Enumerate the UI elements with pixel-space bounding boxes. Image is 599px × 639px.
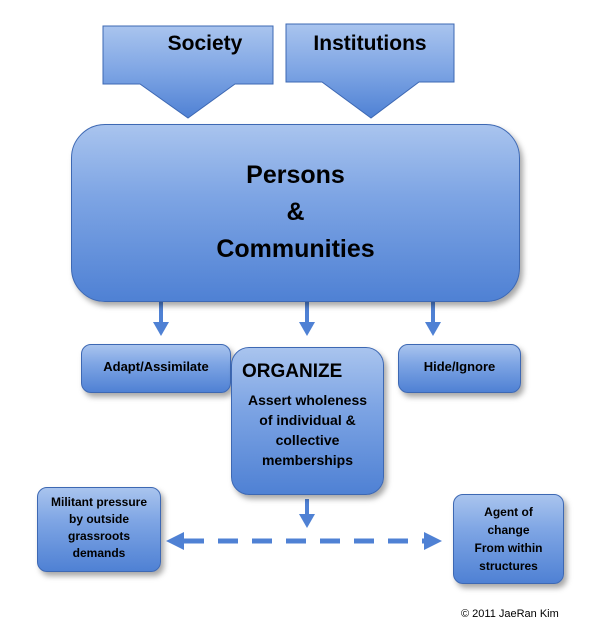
militant-line-4: demands bbox=[72, 546, 126, 560]
organize-line-4: memberships bbox=[261, 452, 354, 468]
hide-ignore-box: Hide/Ignore bbox=[398, 344, 521, 393]
militant-line-2: by outside bbox=[68, 512, 129, 526]
hide-ignore-label: Hide/Ignore bbox=[423, 359, 496, 374]
institutions-arrow-shape bbox=[285, 23, 455, 119]
organize-title: ORGANIZE bbox=[242, 361, 343, 382]
agent-line-2: change bbox=[487, 523, 530, 537]
persons-communities-box: Persons & Communities bbox=[71, 124, 520, 302]
agent-line-4: structures bbox=[479, 559, 538, 573]
society-arrow-shape bbox=[102, 25, 274, 119]
adapt-assimilate-box: Adapt/Assimilate bbox=[81, 344, 231, 393]
ampersand-label: & bbox=[286, 198, 305, 226]
militant-line-3: grassroots bbox=[67, 529, 131, 543]
down-arrow-center bbox=[299, 300, 315, 336]
persons-label: Persons bbox=[246, 161, 345, 189]
organize-line-2: of individual & bbox=[259, 412, 356, 428]
agent-line-3: From within bbox=[474, 541, 543, 555]
down-arrow-left bbox=[153, 300, 169, 336]
organize-line-1: Assert wholeness bbox=[247, 392, 368, 408]
down-arrow-right bbox=[425, 300, 441, 336]
organize-box: ORGANIZE Assert wholeness of individual … bbox=[231, 347, 384, 495]
dashed-double-arrow bbox=[166, 532, 442, 550]
down-arrow-organize bbox=[299, 499, 315, 528]
adapt-assimilate-label: Adapt/Assimilate bbox=[103, 359, 209, 374]
organize-line-3: collective bbox=[275, 432, 340, 448]
institutions-label: Institutions bbox=[313, 32, 427, 55]
militant-pressure-box: Militant pressure by outside grassroots … bbox=[37, 487, 161, 572]
militant-line-1: Militant pressure bbox=[50, 495, 148, 509]
agent-of-change-box: Agent of change From within structures bbox=[453, 494, 564, 584]
communities-label: Communities bbox=[216, 235, 375, 263]
agent-line-1: Agent of bbox=[484, 505, 533, 519]
copyright-text: © 2011 JaeRan Kim bbox=[461, 608, 559, 620]
society-label: Society bbox=[167, 32, 243, 55]
